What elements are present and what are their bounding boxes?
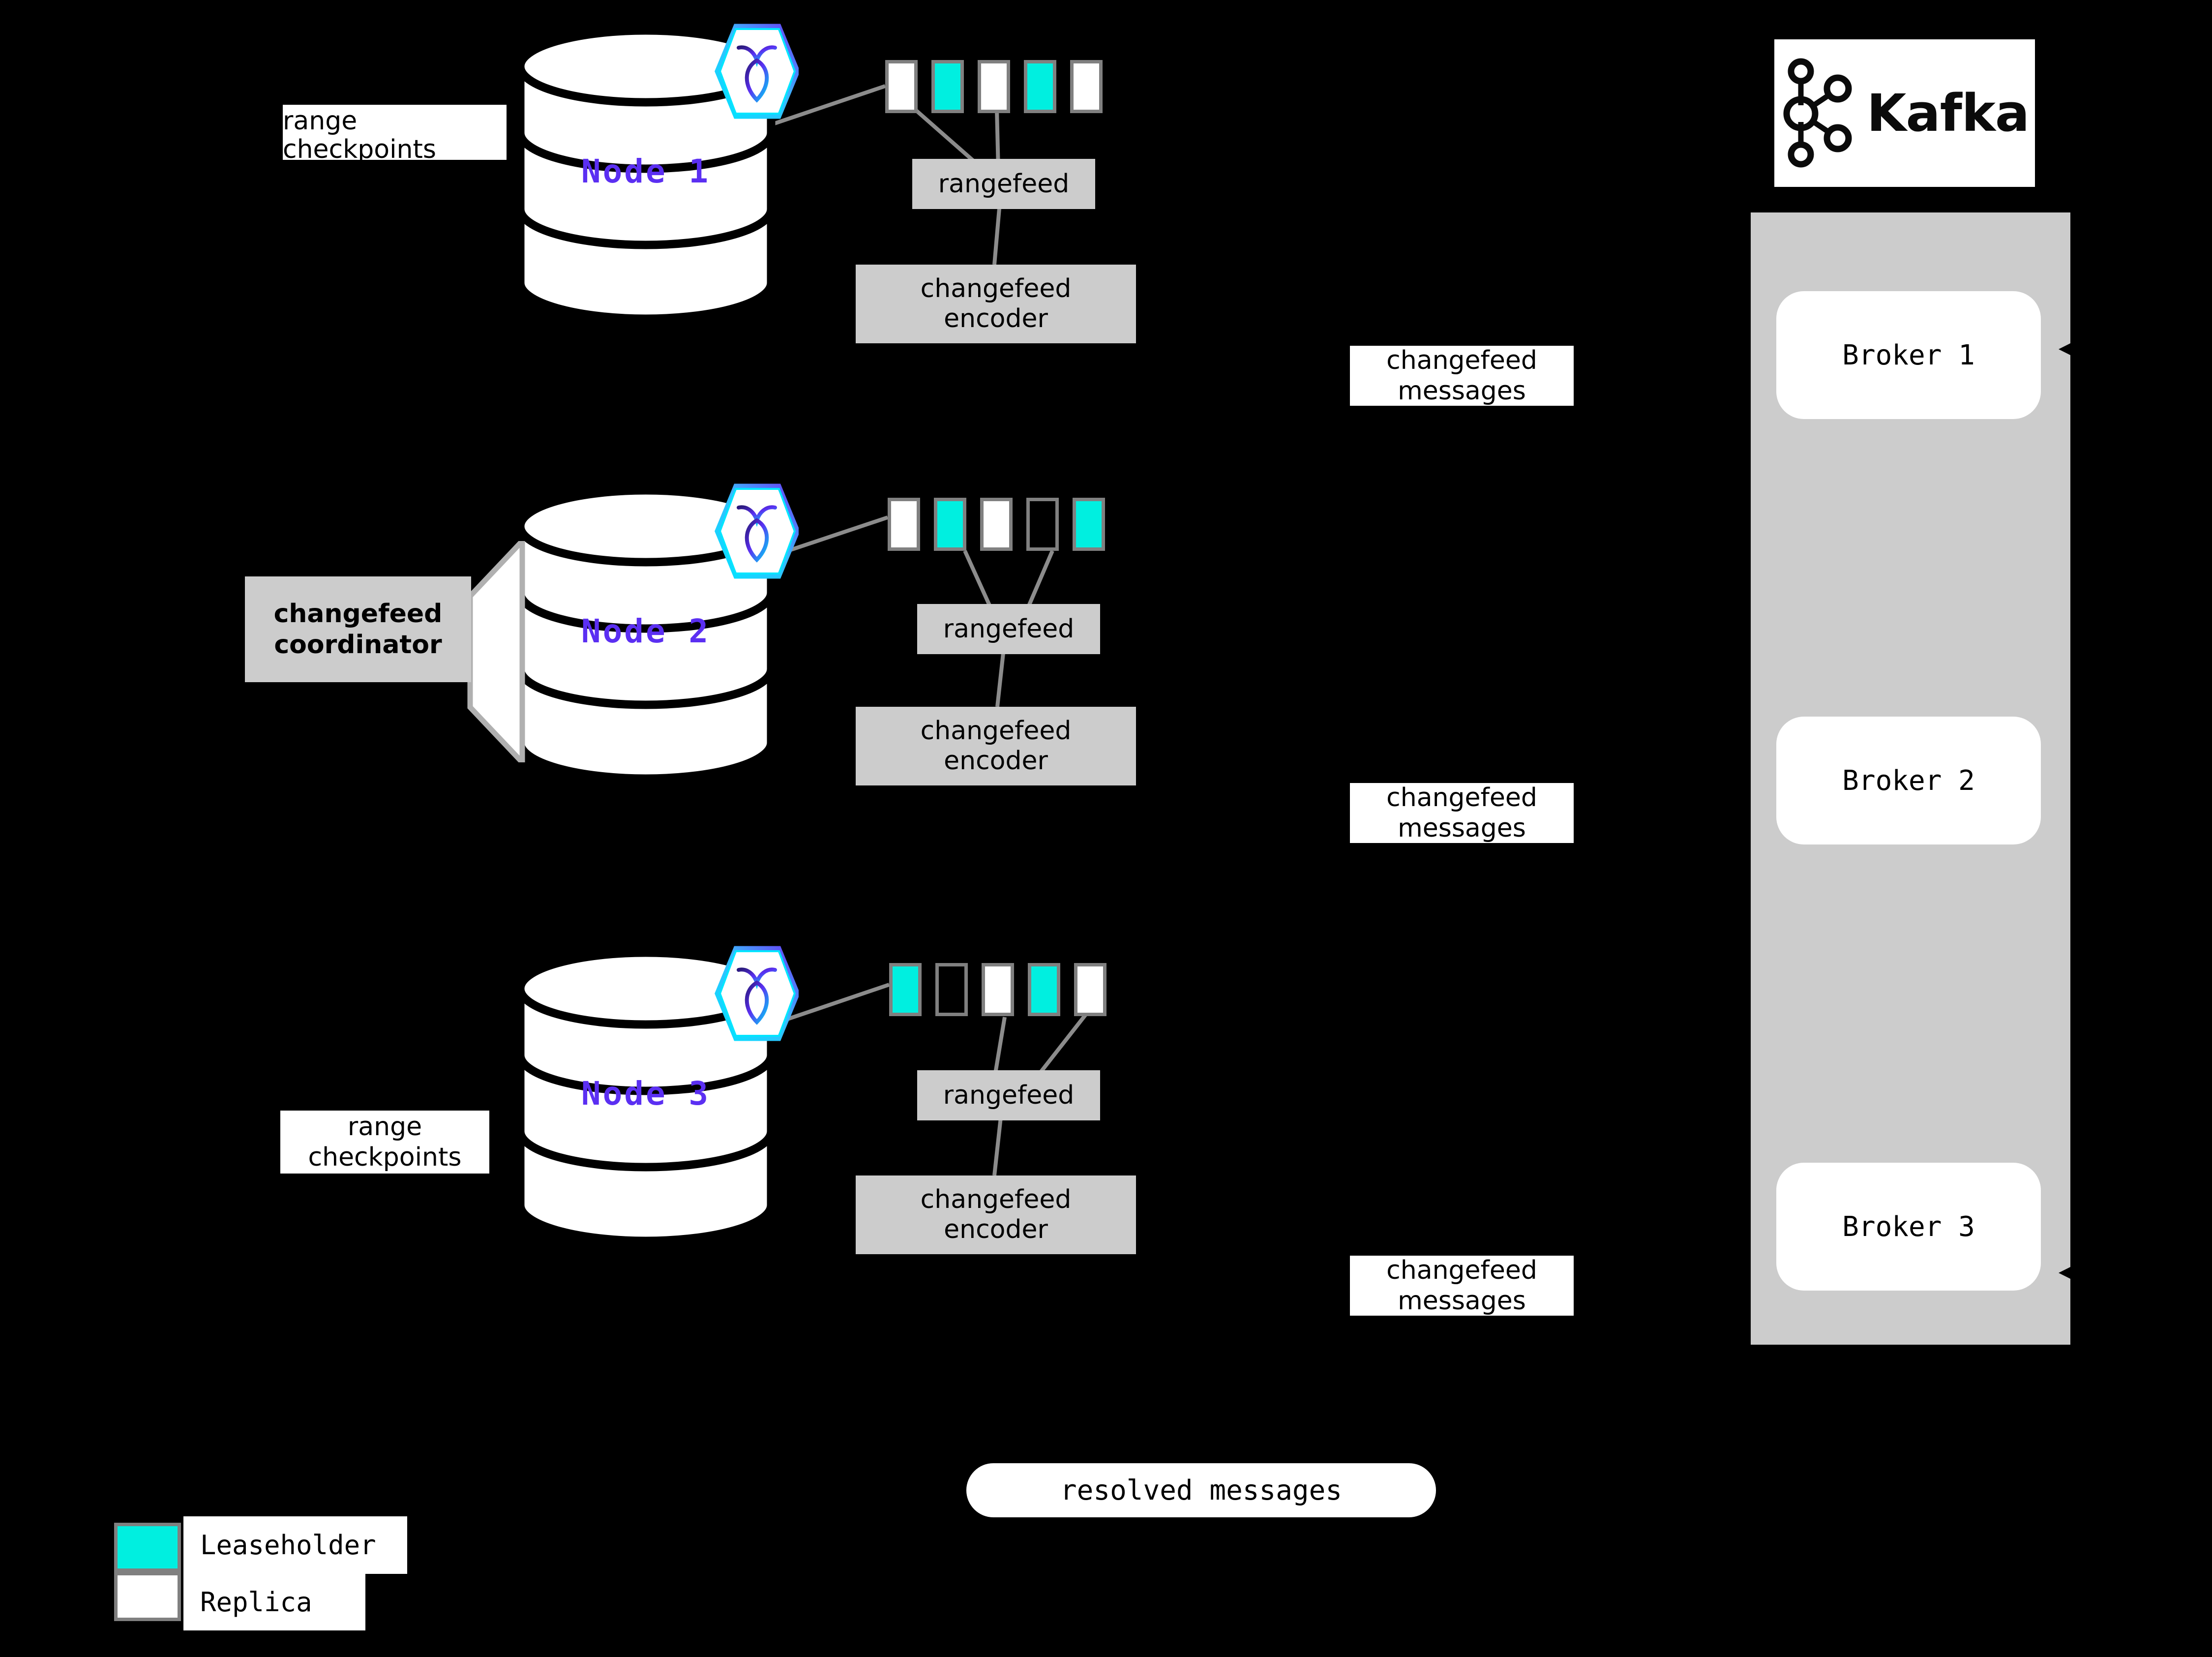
- broker-3-box[interactable]: Broker 3: [1776, 1163, 2041, 1291]
- range-cell[interactable]: [1024, 60, 1056, 113]
- coordinator-line-2: coordinator: [274, 630, 442, 660]
- checkpoint-line-2: checkpoints: [308, 1143, 462, 1172]
- cockroachdb-hexagon-icon: [710, 944, 800, 1043]
- broker-1-box[interactable]: Broker 1: [1776, 291, 2041, 419]
- range-cell[interactable]: [978, 60, 1010, 113]
- range-cell[interactable]: [931, 60, 964, 113]
- range-cell[interactable]: [935, 963, 968, 1016]
- rangefeed-label: rangefeed: [943, 1080, 1075, 1110]
- legend-text: Leaseholder: [200, 1530, 376, 1561]
- legend-text: Replica: [200, 1587, 312, 1618]
- node-3-changefeed-encoder-box[interactable]: changefeed encoder: [856, 1175, 1136, 1254]
- encoder-line-2: encoder: [944, 746, 1048, 776]
- node-2-changefeed-encoder-box[interactable]: changefeed encoder: [856, 707, 1136, 785]
- node-1-changefeed-encoder-box[interactable]: changefeed encoder: [856, 265, 1136, 343]
- kafka-wordmark: Kafka: [1866, 83, 2030, 143]
- legend-label-replica: Replica: [183, 1574, 365, 1630]
- broker-label: Broker 3: [1842, 1210, 1975, 1243]
- message-line-2: messages: [1398, 376, 1526, 406]
- encoder-line-1: changefeed: [920, 1184, 1072, 1214]
- resolved-messages-pill[interactable]: resolved messages: [966, 1463, 1436, 1517]
- changefeed-coordinator-pointer: [467, 534, 556, 769]
- message-line-1: changefeed: [1386, 345, 1537, 375]
- message-line-2: messages: [1398, 1286, 1526, 1316]
- broker-2-box[interactable]: Broker 2: [1776, 717, 2041, 844]
- node-1-range-row: [885, 60, 1116, 113]
- range-cell[interactable]: [1070, 60, 1103, 113]
- range-cell[interactable]: [934, 498, 966, 551]
- changefeed-messages-label-2: changefeed messages: [1350, 783, 1574, 843]
- message-line-2: messages: [1398, 813, 1526, 843]
- broker-label: Broker 1: [1842, 339, 1975, 371]
- changefeed-coordinator-box[interactable]: changefeed coordinator: [245, 576, 471, 682]
- legend-label-leaseholder: Leaseholder: [183, 1516, 407, 1574]
- node-2-rangefeed-box[interactable]: rangefeed: [917, 604, 1100, 654]
- cockroachdb-hexagon-icon: [710, 22, 800, 121]
- node-3-range-row: [889, 963, 1120, 1016]
- range-cell[interactable]: [1074, 963, 1106, 1016]
- range-cell[interactable]: [888, 498, 920, 551]
- range-cell[interactable]: [982, 963, 1014, 1016]
- checkpoint-line-1: range: [347, 1112, 422, 1142]
- message-line-1: changefeed: [1386, 1255, 1537, 1285]
- changefeed-messages-label-1: changefeed messages: [1350, 346, 1574, 406]
- rangefeed-label: rangefeed: [943, 614, 1075, 644]
- encoder-line-2: encoder: [944, 1215, 1048, 1244]
- checkpoint-line-1: range: [283, 106, 358, 136]
- checkpoint-line-2: checkpoints: [283, 135, 436, 160]
- range-cell[interactable]: [1028, 963, 1060, 1016]
- rangefeed-label: rangefeed: [938, 169, 1070, 199]
- node-3-rangefeed-box[interactable]: rangefeed: [917, 1070, 1100, 1120]
- node-1-range-checkpoints-label: range checkpoints: [283, 105, 507, 160]
- message-line-1: changefeed: [1386, 783, 1537, 813]
- changefeed-messages-label-3: changefeed messages: [1350, 1256, 1574, 1316]
- resolved-messages-label: resolved messages: [1060, 1474, 1343, 1506]
- encoder-line-1: changefeed: [920, 716, 1072, 746]
- legend-swatch-replica: [114, 1572, 181, 1621]
- kafka-logo-box: Kafka: [1774, 39, 2035, 187]
- range-cell[interactable]: [885, 60, 918, 113]
- broker-panel-inbound-arrowhead: [2059, 1263, 2076, 1283]
- range-cell[interactable]: [980, 498, 1013, 551]
- legend-swatch-leaseholder: [114, 1523, 181, 1572]
- coordinator-line-1: changefeed: [273, 599, 443, 629]
- broker-label: Broker 2: [1842, 764, 1975, 797]
- kafka-logo-icon: [1783, 58, 1852, 167]
- cockroachdb-hexagon-icon: [710, 482, 800, 580]
- encoder-line-1: changefeed: [920, 273, 1072, 303]
- encoder-line-2: encoder: [944, 304, 1048, 333]
- node-1-rangefeed-box[interactable]: rangefeed: [912, 159, 1095, 209]
- range-cell[interactable]: [889, 963, 922, 1016]
- range-cell[interactable]: [1026, 498, 1059, 551]
- broker-panel-inbound-arrowhead: [2059, 339, 2076, 359]
- node-3-range-checkpoints-label: range checkpoints: [280, 1111, 489, 1174]
- range-cell[interactable]: [1073, 498, 1105, 551]
- node-2-range-row: [888, 498, 1119, 551]
